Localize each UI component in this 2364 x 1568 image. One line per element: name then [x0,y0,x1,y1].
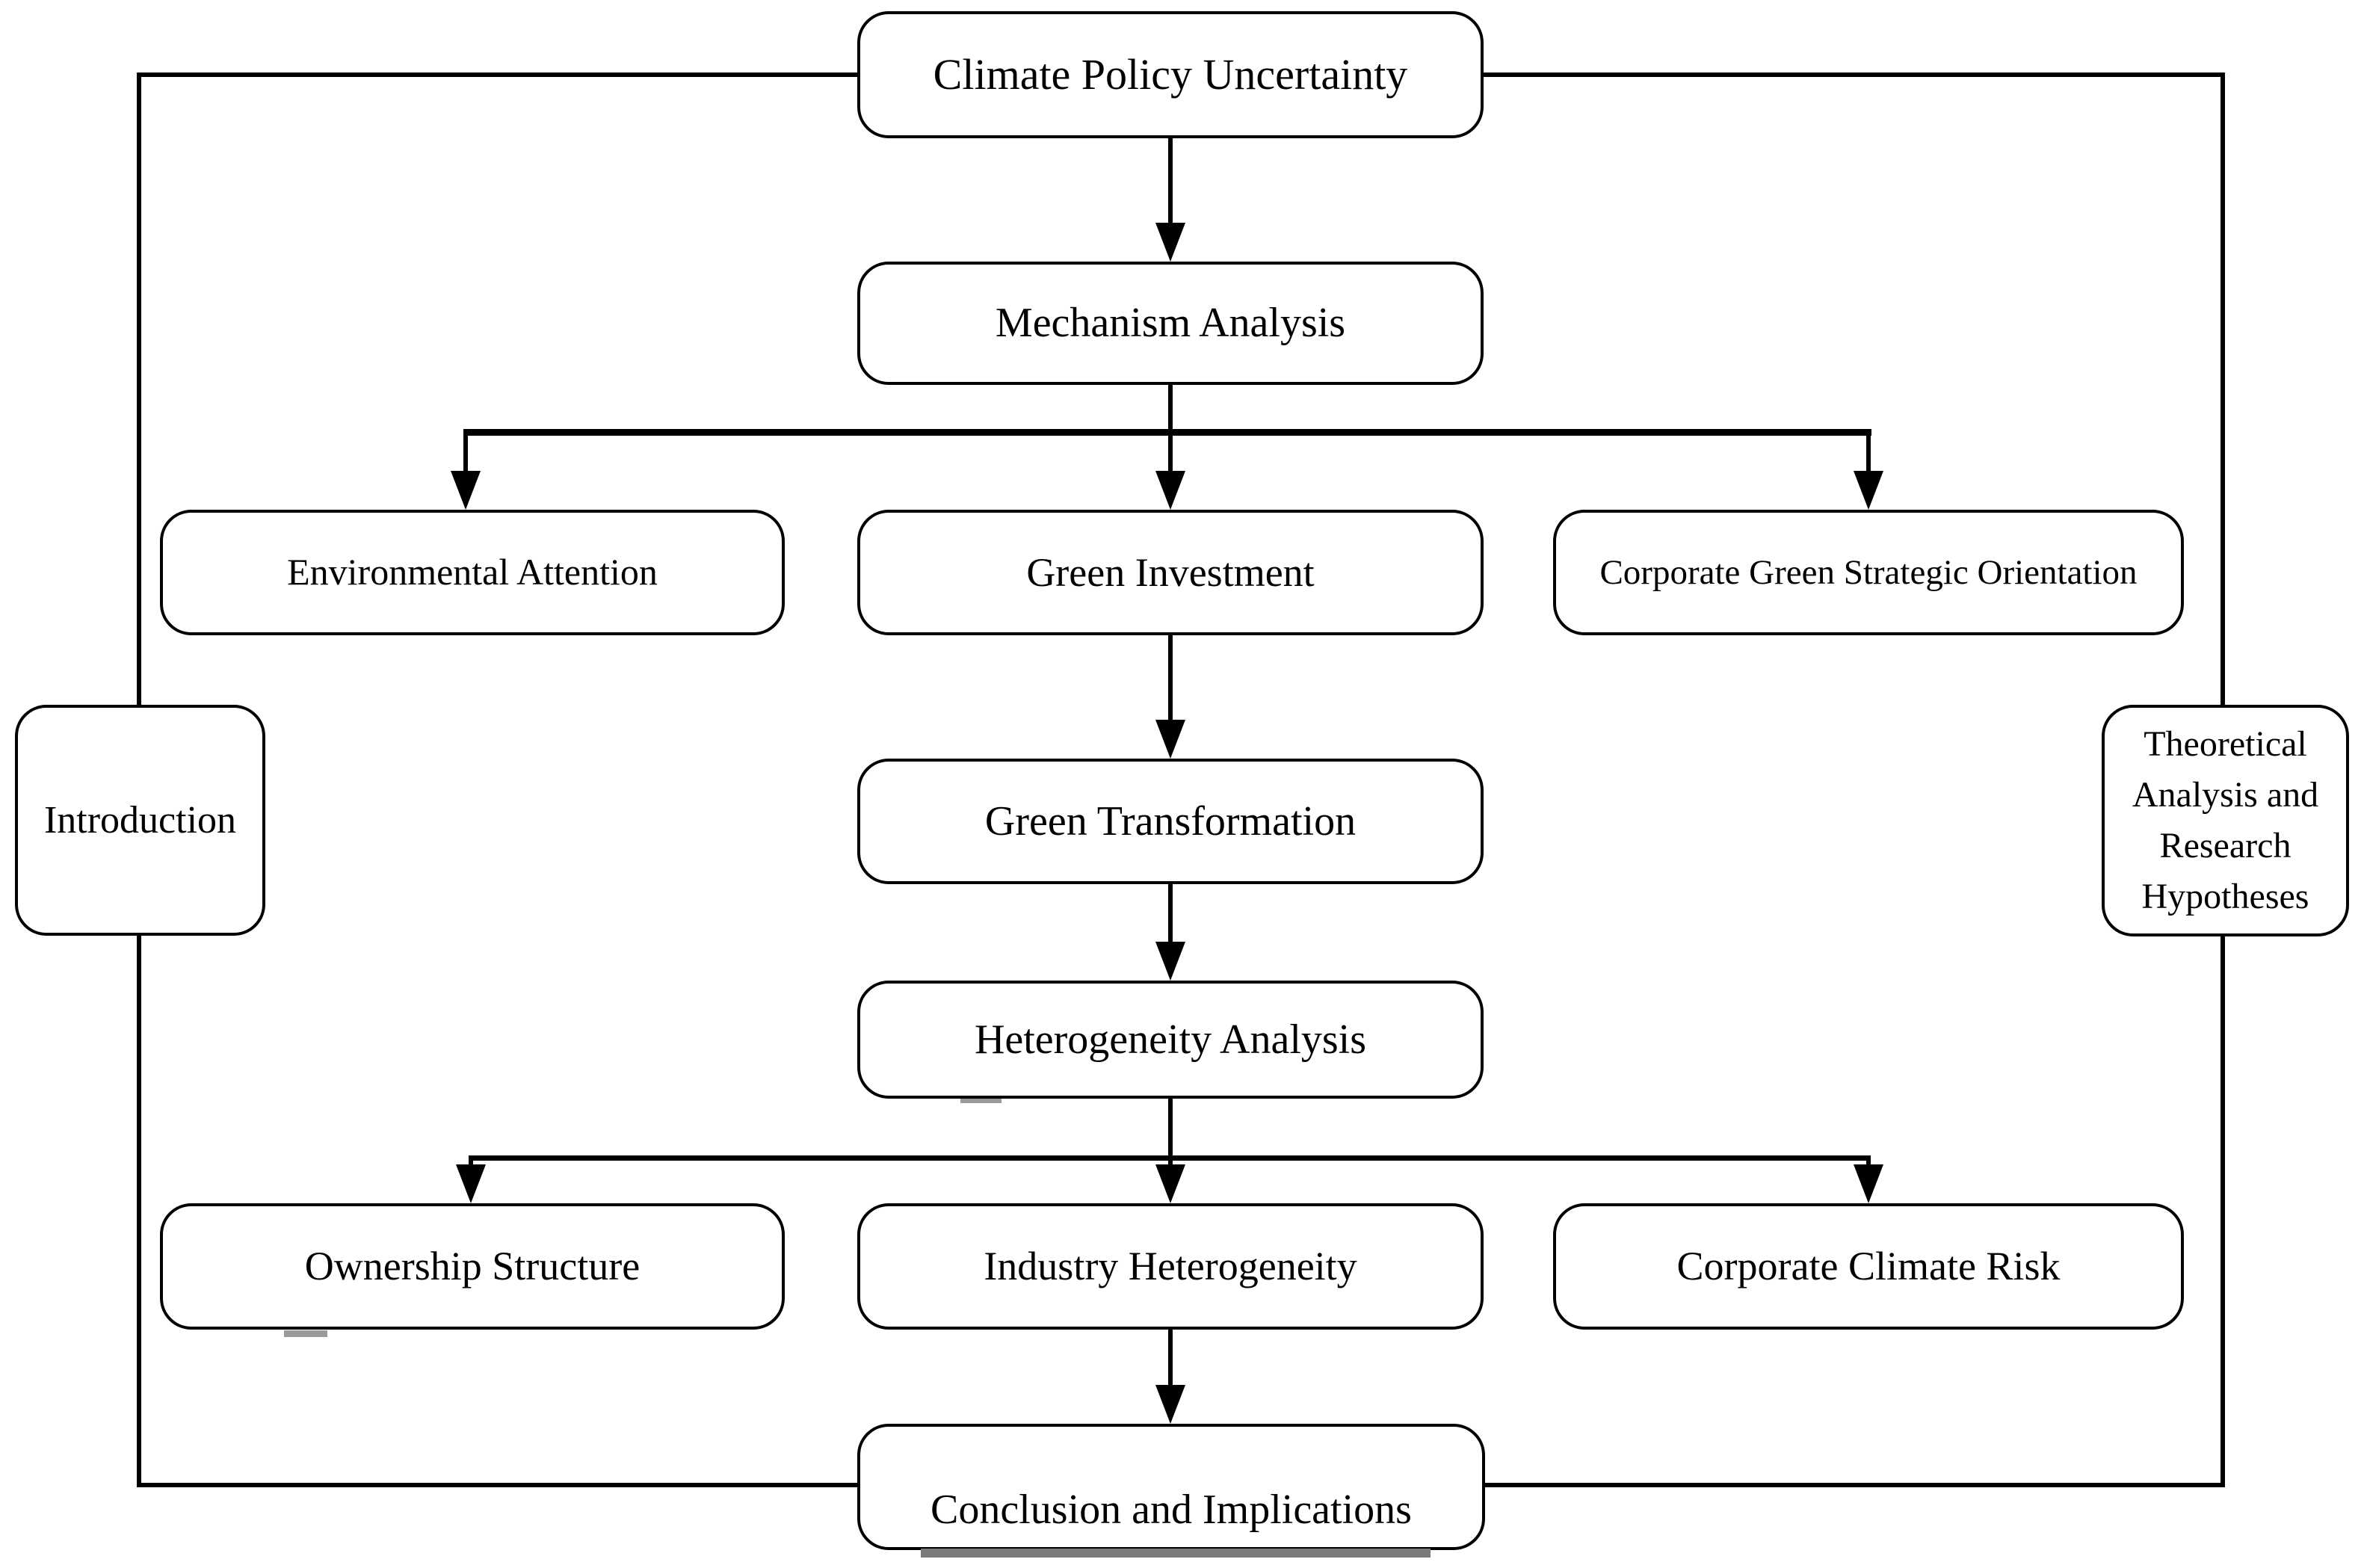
node-introduction: Introduction [15,705,265,936]
arrowhead-into-conclusion-icon [1155,1385,1185,1424]
node-green-transformation: Green Transformation [857,759,1484,884]
arrowhead-into-ownership-icon [456,1164,486,1203]
node-heterogeneity-analysis: Heterogeneity Analysis [857,981,1484,1099]
arrowhead-into-green-investment-icon [1155,471,1185,510]
branch-line-mechanism [463,429,1871,436]
conclusion-box-shadow [921,1549,1431,1558]
edge-branch-to-ownership [469,1155,473,1169]
edge-branch-to-climate-risk [1866,1155,1871,1169]
node-environmental-attention: Environmental Attention [160,510,785,635]
arrowhead-into-industry-heterogeneity-icon [1155,1164,1185,1203]
node-green-investment: Green Investment [857,510,1484,635]
gray-artifact-heterogeneity [960,1096,1002,1103]
node-climate-policy-uncertainty: Climate Policy Uncertainty [857,11,1484,138]
node-corporate-climate-risk: Corporate Climate Risk [1553,1203,2184,1330]
node-mechanism-analysis: Mechanism Analysis [857,262,1484,385]
node-conclusion-and-implications: Conclusion and Implications [857,1424,1485,1550]
edge-branch-to-environmental-attention [463,432,468,474]
edge-heterogeneity-to-branch [1168,1099,1173,1167]
arrowhead-into-climate-risk-icon [1854,1164,1883,1203]
node-industry-heterogeneity: Industry Heterogeneity [857,1203,1484,1330]
edge-cpu-to-mechanism [1168,138,1173,228]
edge-industry-heterogeneity-to-conclusion [1168,1330,1173,1389]
arrowhead-into-environmental-attention-icon [451,471,481,510]
branch-line-heterogeneity [469,1155,1871,1161]
arrowhead-into-green-transformation-icon [1155,720,1185,759]
edge-branch-to-cgso [1866,432,1871,474]
arrowhead-into-cgso-icon [1854,471,1883,510]
node-corporate-green-strategic-orientation: Corporate Green Strategic Orientation [1553,510,2184,635]
edge-transformation-to-heterogeneity [1168,884,1173,945]
arrowhead-into-heterogeneity-icon [1155,942,1185,981]
edge-green-investment-to-transformation [1168,635,1173,723]
arrowhead-into-mechanism-icon [1155,223,1185,262]
gray-artifact-ownership [284,1330,327,1337]
node-theoretical-analysis-and-research-hypotheses: Theoretical Analysis and Research Hypoth… [2102,705,2349,936]
node-ownership-structure: Ownership Structure [160,1203,785,1330]
